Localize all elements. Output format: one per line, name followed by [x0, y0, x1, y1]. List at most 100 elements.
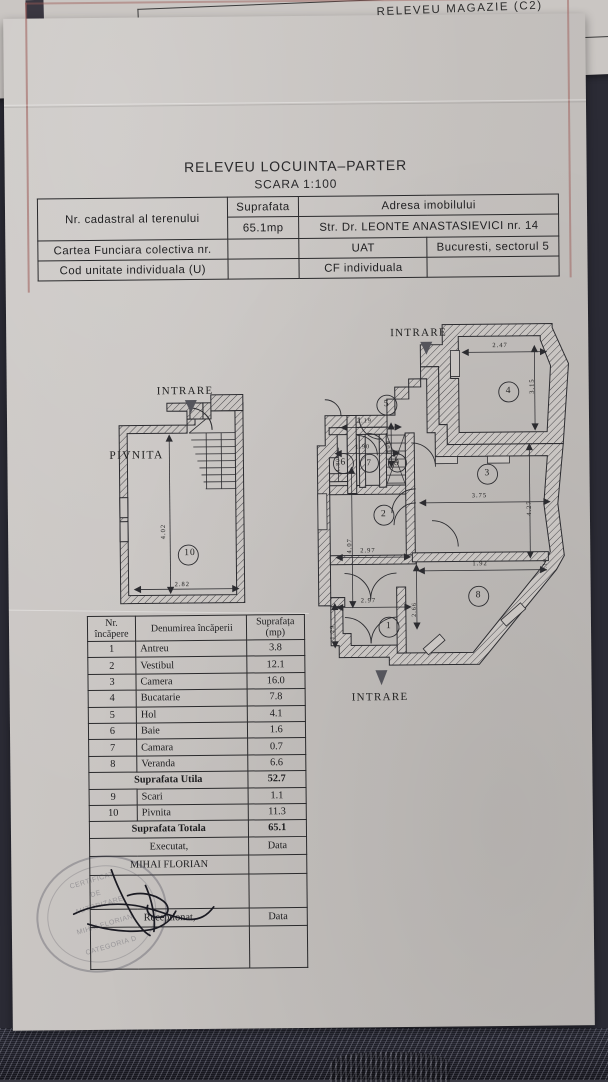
dimension-room6-width: 1.90 — [355, 443, 370, 450]
dimension-room1-left: 1.29 — [329, 625, 336, 640]
cell-name: Scari — [137, 788, 248, 805]
cell-nr: 2 — [88, 657, 136, 674]
room-marker-7: 7 — [366, 457, 372, 467]
cell-suprafata-label: Suprafata — [227, 196, 299, 217]
fabric-surface — [0, 1028, 608, 1080]
dimension-room3-top: 3.75 — [472, 492, 487, 499]
room-marker-10: 10 — [184, 548, 196, 558]
subtotal-label: Suprafata Utila — [89, 771, 248, 789]
page-title: RELEVEU LOCUINTA–PARTER — [5, 155, 587, 177]
cell-area: 7.8 — [247, 689, 306, 706]
total-label: Suprafata Totala — [89, 820, 248, 838]
dimension-room4-top: 2.47 — [492, 342, 507, 349]
cell-name: Hol — [136, 706, 247, 723]
cell-nr: 8 — [89, 756, 137, 773]
rooms-schedule-table: Nr. încăpere Denumirea încăperii Suprafa… — [87, 614, 308, 970]
label-intrare-bottom: INTRARE — [352, 691, 409, 704]
cell-nr: 5 — [88, 707, 136, 724]
receptionat-date-value — [249, 925, 308, 968]
cell-name: Camera — [136, 673, 247, 690]
dimension-room2-bottom: 2.97 — [360, 547, 375, 554]
margin-line-right — [567, 0, 572, 277]
table-row: 4 Bucatarie 7.8 — [88, 689, 305, 707]
label-intrare-basement: INTRARE — [157, 385, 214, 398]
cell-nr: 9 — [89, 789, 137, 806]
entrance-arrow-top-icon — [418, 341, 434, 357]
cell-name: Pivnita — [137, 804, 248, 821]
dimension-room3-right: 4.27 — [526, 500, 533, 515]
header-area: Suprafața (mp) — [246, 614, 305, 640]
dimension-basement-vertical: 4.02 — [160, 524, 167, 539]
table-row: 1 Antreu 3.8 — [88, 639, 305, 657]
cell-name: Camara — [137, 738, 248, 755]
cell-nr: 6 — [88, 723, 136, 740]
room-marker-4: 4 — [506, 386, 512, 396]
cell-name: Bucatarie — [136, 689, 247, 706]
cell-suprafata-value: 65.1mp — [227, 216, 299, 239]
cell-cod-unitate-value — [227, 258, 299, 279]
table-row: 2 Vestibul 12.1 — [88, 656, 305, 674]
main-document-sheet: RELEVEU LOCUINTA–PARTER SCARA 1:100 Nr. … — [3, 13, 595, 1031]
dimension-room8-left: 2.66 — [411, 602, 418, 617]
header-name: Denumirea încăperii — [135, 615, 246, 641]
executat-date-value — [248, 854, 307, 874]
signature-space-date — [248, 873, 307, 908]
table-row-executat: Executat, Data — [90, 836, 307, 856]
table-header-row: Nr. încăpere Denumirea încăperii Suprafa… — [87, 614, 304, 641]
signature-space — [90, 874, 249, 910]
table-row-executat-name: MIHAI FLORIAN — [90, 854, 307, 875]
table-row: 6 Baie 1.6 — [88, 721, 305, 739]
dimension-room5-left: 1.09 — [385, 440, 392, 455]
header-area-line2: (mp) — [266, 627, 286, 638]
room-marker-2: 2 — [381, 509, 387, 519]
label-intrare-top: INTRARE — [390, 327, 447, 340]
header-nr: Nr. încăpere — [87, 616, 135, 641]
dimension-room8-right: 1.10 — [542, 558, 548, 571]
receptionat-label: Receptionat, — [90, 908, 249, 928]
cell-area: 1.6 — [247, 721, 306, 738]
header-nr-line2: încăpere — [95, 629, 129, 640]
cell-cf-label: CF individuala — [299, 257, 427, 278]
cell-name: Vestibul — [136, 656, 247, 673]
room-marker-9: 9 — [394, 457, 400, 467]
cell-cod-unitate-label: Cod unitate individuala (U) — [38, 259, 228, 281]
table-row: 5 Hol 4.1 — [88, 705, 305, 723]
executat-date-label: Data — [248, 836, 307, 855]
dimension-basement-horizontal: 2.82 — [175, 581, 190, 588]
room-marker-1: 1 — [386, 621, 392, 631]
room-marker-6: 6 — [340, 458, 346, 468]
dimension-room8-top: 1.92 — [472, 560, 487, 567]
margin-line-left — [25, 3, 30, 293]
receptionat-date-label: Data — [249, 907, 308, 926]
cell-nr: 3 — [88, 674, 136, 691]
cell-nr: 10 — [89, 805, 137, 822]
cell-name: Baie — [136, 722, 247, 739]
room-marker-3: 3 — [484, 468, 490, 478]
label-pivnita: PIVNITA — [109, 449, 163, 462]
cell-name: Veranda — [137, 755, 248, 772]
executat-name: MIHAI FLORIAN — [90, 855, 249, 876]
header-nr-line1: Nr. — [105, 618, 118, 629]
executat-label: Executat, — [90, 837, 249, 857]
cell-area: 0.7 — [247, 738, 306, 755]
cell-area: 12.1 — [246, 656, 305, 673]
cell-name: Antreu — [136, 640, 247, 657]
cell-cf-value — [427, 256, 559, 277]
cell-area: 3.8 — [246, 639, 305, 656]
page-scale: SCARA 1:100 — [5, 174, 587, 194]
header-area-line1: Suprafața — [256, 616, 294, 627]
receptionat-space — [90, 926, 249, 970]
cell-carte-funciara-label: Cartea Funciara colectiva nr. — [38, 239, 228, 261]
total-area: 65.1 — [248, 820, 307, 837]
cell-adresa-label: Adresa imobilului — [299, 194, 559, 216]
entrance-arrow-bottom-icon — [373, 669, 389, 687]
cell-adresa-value: Str. Dr. LEONTE ANASTASIEVICI nr. 14 — [299, 214, 559, 238]
cell-nr-cadastral-label: Nr. cadastral al terenului — [37, 197, 227, 241]
dimension-room4-right: 3.15 — [529, 378, 536, 393]
cell-nr: 4 — [88, 690, 136, 707]
cell-area: 6.6 — [247, 754, 306, 771]
table-row-signature-space — [90, 873, 307, 909]
subtotal-area: 52.7 — [247, 771, 306, 788]
cell-area: 16.0 — [247, 672, 306, 689]
cell-nr: 1 — [88, 641, 136, 658]
